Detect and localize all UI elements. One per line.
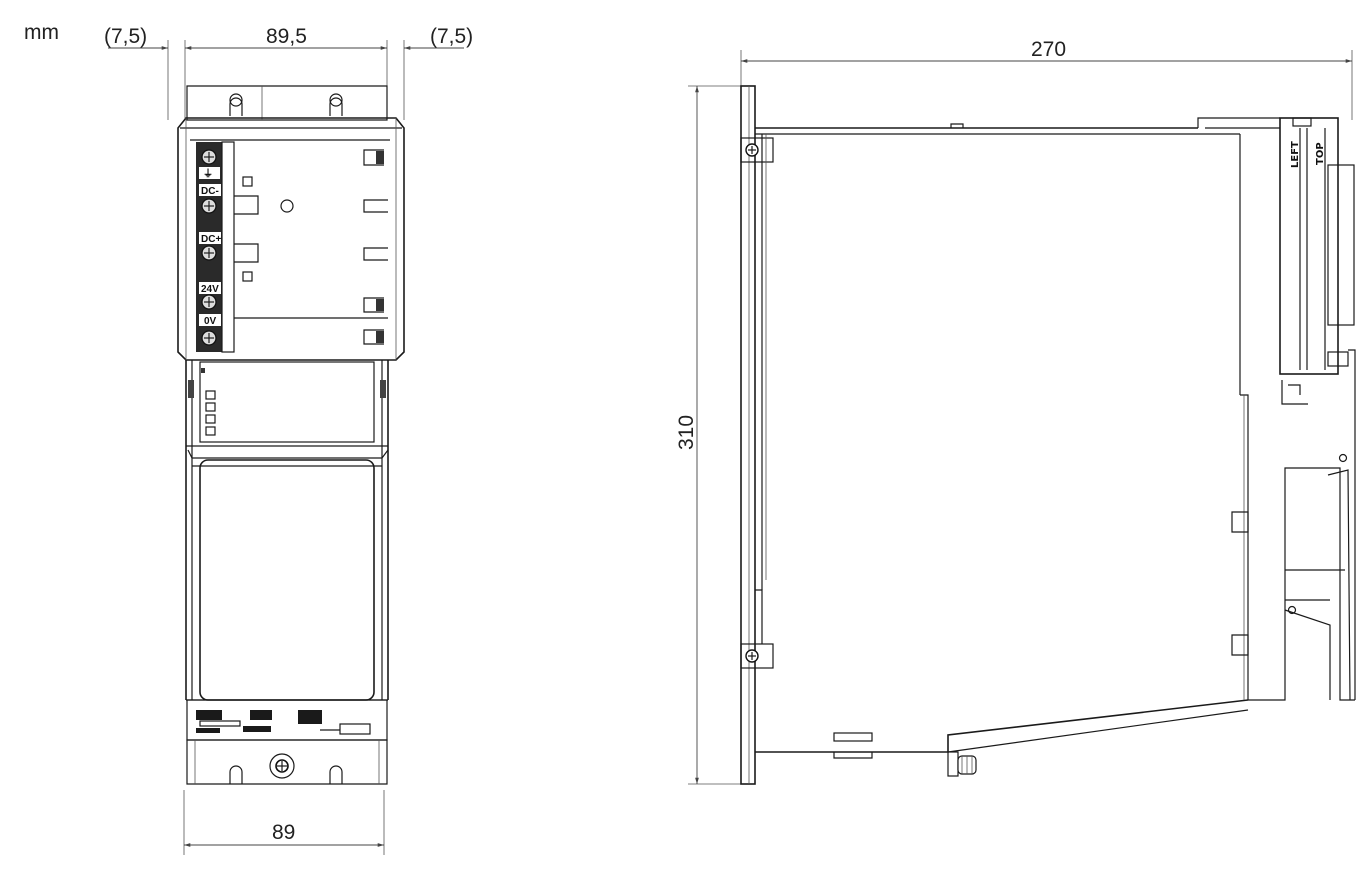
- front-top-dimensions: (7,5) 89,5 (7,5): [104, 25, 473, 120]
- top-width-label: 89,5: [266, 25, 307, 48]
- terminal-label-dc-minus: DC-: [201, 186, 219, 197]
- unit-label: mm: [24, 21, 59, 44]
- front-view: ⏚ DC- DC+ 24V 0V: [177, 85, 405, 785]
- height-label: 310: [675, 415, 698, 450]
- side-depth-dimension: 270: [740, 38, 1353, 120]
- right-clearance-label: (7,5): [430, 25, 473, 48]
- side-height-dimension: 310: [675, 85, 745, 785]
- depth-label: 270: [1031, 38, 1066, 61]
- side-label-left: LEFT: [1290, 141, 1301, 168]
- terminal-label-earth: ⏚: [203, 168, 213, 180]
- bottom-width-label: 89: [272, 821, 295, 844]
- front-bottom-dimension: 89: [183, 790, 385, 855]
- terminal-label-24v: 24V: [201, 284, 219, 295]
- side-view: LEFT TOP: [740, 85, 1356, 785]
- side-label-top: TOP: [1315, 142, 1326, 165]
- left-clearance-label: (7,5): [104, 25, 147, 48]
- terminal-label-dc-plus: DC+: [201, 234, 221, 245]
- terminal-label-0v: 0V: [204, 316, 217, 327]
